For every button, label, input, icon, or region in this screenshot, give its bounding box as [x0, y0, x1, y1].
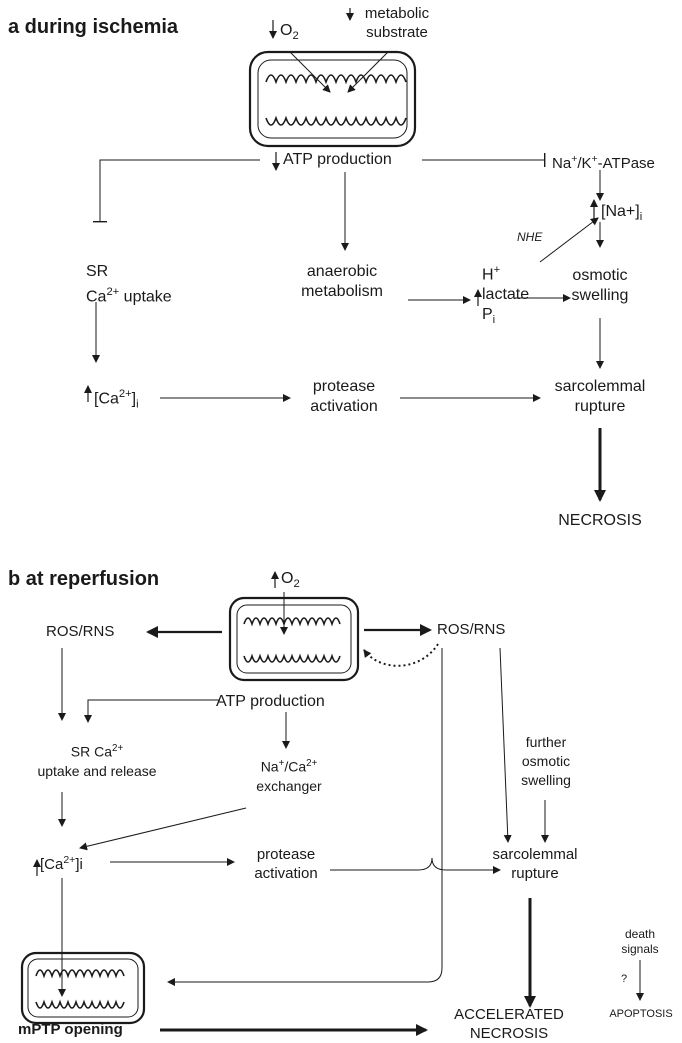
mitochondrion-a: [248, 50, 417, 148]
nhe-label: NHE: [517, 230, 543, 244]
panel-a-heading: a during ischemia: [8, 16, 179, 38]
panel-b-heading: b at reperfusion: [8, 568, 160, 590]
na-ca-exchanger-label: Na+/Ca2+exchanger: [256, 758, 322, 794]
apoptosis-label: APOPTOSIS: [609, 1008, 673, 1020]
sr-uptake-release-label: SR Ca2+uptake and release: [37, 743, 157, 779]
necrosis-label: NECROSIS: [558, 512, 642, 529]
na-k-atpase-label: Na+/K+-ATPase: [552, 153, 655, 172]
mitochondrion-b2: [20, 951, 146, 1025]
atp-production-label: ATP production: [283, 151, 392, 168]
ca-intracellular-b-label: [Ca2+]i: [40, 854, 83, 873]
o2-label-b: O2: [281, 570, 300, 591]
atp-production-b-label: ATP production: [216, 693, 325, 710]
ca-intracellular-label: [Ca2+]i: [94, 388, 139, 411]
mptp-opening-label: mPTP opening: [18, 1021, 123, 1038]
ros-rns-right-label: ROS/RNS: [437, 621, 506, 638]
ros-rns-left-label: ROS/RNS: [46, 623, 115, 640]
o2-label: O2: [280, 22, 299, 43]
question-mark-label: ?: [621, 973, 628, 985]
mitochondrion-b: [228, 596, 360, 682]
na-intracellular-label: [Na+]i: [601, 203, 643, 224]
